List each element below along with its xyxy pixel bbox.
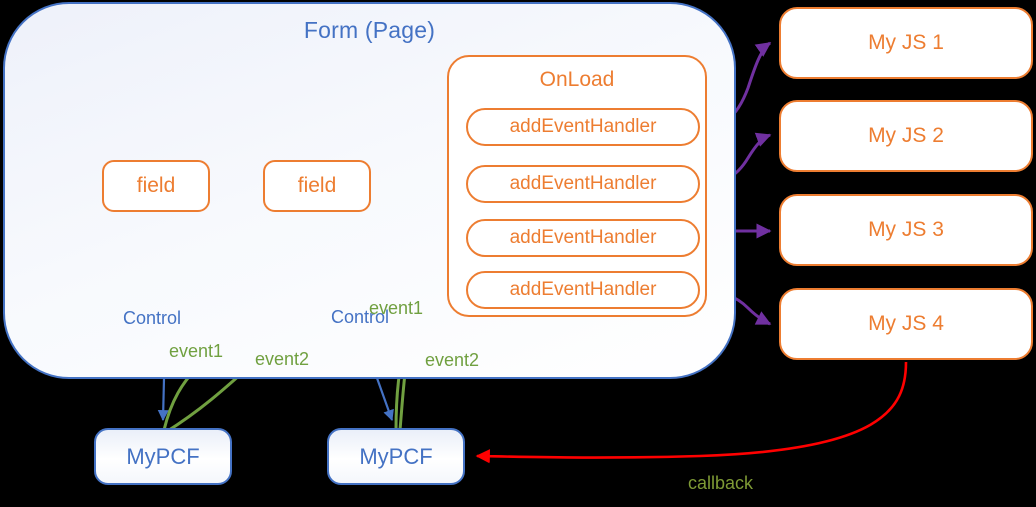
edge-label-event1-2: event1 bbox=[369, 298, 424, 318]
onload-title: OnLoad bbox=[539, 68, 615, 91]
edge-label-callback: callback bbox=[688, 473, 754, 493]
edge-label-event2-1: event2 bbox=[255, 349, 310, 369]
my-js-box-3[interactable]: My JS 3 bbox=[779, 194, 1033, 266]
field-box-2[interactable]: field bbox=[263, 160, 371, 212]
my-js-box-4[interactable]: My JS 4 bbox=[779, 288, 1033, 360]
add-event-handler-2-label: addEventHandler bbox=[509, 173, 657, 194]
add-event-handler-2[interactable]: addEventHandler bbox=[466, 165, 700, 203]
my-js-box-2-label: My JS 2 bbox=[868, 124, 944, 147]
form-page-title: Form (Page) bbox=[303, 17, 436, 43]
my-pcf-box-1[interactable]: MyPCF bbox=[94, 428, 232, 485]
field-box-2-label: field bbox=[297, 174, 337, 197]
my-pcf-box-2-label: MyPCF bbox=[359, 443, 433, 469]
my-js-box-3-label: My JS 3 bbox=[868, 218, 944, 241]
field-box-1[interactable]: field bbox=[102, 160, 210, 212]
edge-label-event2-2: event2 bbox=[425, 350, 480, 370]
my-js-box-1-label: My JS 1 bbox=[868, 31, 944, 54]
my-pcf-box-2[interactable]: MyPCF bbox=[327, 428, 465, 485]
add-event-handler-3-label: addEventHandler bbox=[509, 227, 657, 248]
add-event-handler-4-label: addEventHandler bbox=[509, 279, 657, 300]
edge-label-control-1: Control bbox=[123, 308, 182, 328]
edge-label-control-2: Control bbox=[331, 307, 390, 327]
add-event-handler-1[interactable]: addEventHandler bbox=[466, 108, 700, 146]
my-pcf-box-1-label: MyPCF bbox=[126, 443, 200, 469]
add-event-handler-3[interactable]: addEventHandler bbox=[466, 219, 700, 257]
field-box-1-label: field bbox=[136, 174, 176, 197]
my-js-box-2[interactable]: My JS 2 bbox=[779, 100, 1033, 172]
my-js-box-1[interactable]: My JS 1 bbox=[779, 7, 1033, 79]
my-js-box-4-label: My JS 4 bbox=[868, 312, 944, 335]
edge-callback bbox=[475, 361, 908, 464]
add-event-handler-1-label: addEventHandler bbox=[509, 116, 657, 137]
add-event-handler-4[interactable]: addEventHandler bbox=[466, 271, 700, 309]
edge-label-event1-1: event1 bbox=[169, 341, 224, 361]
